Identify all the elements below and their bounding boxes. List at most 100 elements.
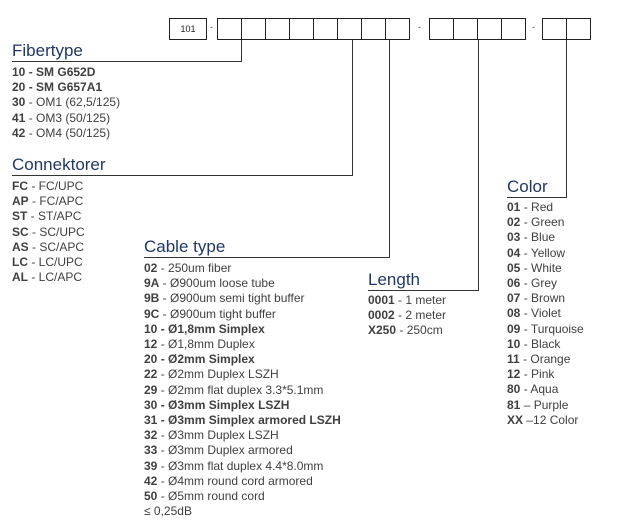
- item-code: 42: [12, 125, 26, 140]
- code-prefix-text: 101: [180, 24, 196, 34]
- fibertype-underline: [12, 61, 242, 62]
- list-item: 20 - SM G657A1: [12, 80, 120, 95]
- item-code: SC: [12, 224, 29, 239]
- item-description: Ø2mm Simplex: [168, 352, 255, 367]
- item-code: 05: [507, 260, 521, 275]
- item-description: Green: [531, 215, 565, 230]
- code-box-cable-2: [385, 18, 410, 40]
- list-item: AL - LC/APC: [12, 270, 85, 285]
- item-code: 20: [144, 352, 158, 367]
- list-item: 12 - Pink: [507, 367, 584, 382]
- item-separator: -: [520, 367, 532, 382]
- code-box-length-3: [477, 18, 502, 40]
- item-description: Orange: [530, 352, 571, 367]
- color-underline: [507, 197, 567, 198]
- item-description: Ø2mm Duplex LSZH: [168, 367, 279, 382]
- list-item: 22 - Ø2mm Duplex LSZH: [144, 367, 341, 382]
- item-code: 29: [144, 382, 158, 397]
- list-item: 41 - OM3 (50/125): [12, 111, 120, 126]
- item-description: Pink: [531, 367, 555, 382]
- item-code: AL: [12, 270, 28, 285]
- item-separator: -: [519, 352, 531, 367]
- item-code: 0002: [368, 308, 395, 323]
- item-separator: -: [25, 95, 37, 110]
- item-separator: -: [28, 179, 39, 193]
- length-heading: Length: [368, 270, 420, 289]
- item-code: 32: [144, 428, 158, 443]
- item-code: 02: [144, 261, 158, 275]
- code-box-conn-1: [265, 18, 290, 40]
- list-item: 30 - OM1 (62,5/125): [12, 95, 120, 110]
- item-description: LC/APC: [38, 270, 83, 285]
- list-item: XX –12 Color: [507, 413, 584, 428]
- item-description: Ø900um loose tube: [170, 276, 275, 291]
- list-item: 39 - Ø3mm flat duplex 4.4*8.0mm: [144, 459, 341, 474]
- item-separator: -: [520, 276, 532, 291]
- list-item: 9C - Ø900um tight buffer: [144, 307, 341, 322]
- item-code: 50: [144, 489, 158, 504]
- item-separator: -: [520, 215, 532, 230]
- item-code: 07: [507, 291, 521, 306]
- item-separator: -: [157, 337, 169, 352]
- item-code: 02: [507, 215, 521, 230]
- item-description: SM G652D: [36, 65, 96, 79]
- list-item: 32 - Ø3mm Duplex LSZH: [144, 428, 341, 443]
- list-item: 10 - Ø1,8mm Simplex: [144, 322, 341, 337]
- item-separator: -: [28, 255, 39, 270]
- list-item: 08 - Violet: [507, 306, 584, 321]
- item-code: 01: [507, 200, 521, 214]
- item-code: 80: [507, 382, 521, 397]
- item-code: 9A: [144, 276, 160, 291]
- code-box-fiber-1: [217, 18, 242, 40]
- cable-type-heading: Cable type: [144, 237, 226, 256]
- item-separator: -: [157, 473, 169, 488]
- list-item: 81 – Purple: [507, 398, 584, 413]
- list-item: 50 - Ø5mm round cord: [144, 489, 341, 504]
- list-item: 42 - OM4 (50/125): [12, 126, 120, 141]
- list-item: 02 - Green: [507, 215, 584, 230]
- item-separator: -: [28, 194, 40, 209]
- list-item: 06 - Grey: [507, 276, 584, 291]
- item-code: 11: [507, 352, 520, 367]
- item-description: Aqua: [530, 382, 559, 397]
- item-description: Ø4mm round cord armored: [168, 473, 313, 488]
- item-code: 30: [12, 95, 26, 110]
- item-separator: -: [157, 367, 169, 382]
- item-description: OM3 (50/125): [36, 110, 111, 125]
- list-item: 05 - White: [507, 261, 584, 276]
- item-code: 06: [507, 276, 521, 291]
- item-description: Ø900um semi tight buffer: [170, 291, 305, 306]
- item-separator: -: [159, 276, 171, 291]
- item-code: AP: [12, 194, 29, 209]
- item-separator: -: [394, 293, 406, 307]
- list-item: 10 - Black: [507, 337, 584, 352]
- item-separator: -: [520, 291, 532, 306]
- item-description: 250cm: [406, 323, 443, 338]
- item-description: SM G657A1: [36, 80, 103, 95]
- item-separator: -: [25, 125, 37, 140]
- item-description: SC/APC: [39, 239, 85, 254]
- item-description: Red: [531, 200, 554, 214]
- item-code: 10: [507, 336, 521, 351]
- item-code: 41: [12, 110, 26, 125]
- item-description: Turquoise: [530, 321, 584, 336]
- item-separator: –: [523, 412, 534, 427]
- separator-dash: -: [418, 22, 421, 32]
- list-item: 9A - Ø900um loose tube: [144, 276, 341, 291]
- item-description: Brown: [531, 291, 566, 306]
- item-description: Ø3mm flat duplex 4.4*8.0mm: [168, 458, 324, 473]
- item-code: LC: [12, 255, 28, 270]
- item-description: Ø3mm Simplex LSZH: [168, 397, 290, 412]
- list-item: 04 - Yellow: [507, 246, 584, 261]
- item-separator: -: [25, 110, 37, 125]
- list-item: 30 - Ø3mm Simplex LSZH: [144, 398, 341, 413]
- item-separator: -: [159, 306, 171, 321]
- list-item: 29 - Ø2mm flat duplex 3.3*5.1mm: [144, 383, 341, 398]
- item-code: 09: [507, 321, 521, 336]
- item-separator: -: [396, 323, 407, 338]
- item-code: 03: [507, 230, 521, 245]
- item-description: Ø3mm Duplex LSZH: [168, 428, 279, 443]
- item-separator: -: [157, 428, 169, 443]
- list-item: ST - ST/APC: [12, 209, 85, 224]
